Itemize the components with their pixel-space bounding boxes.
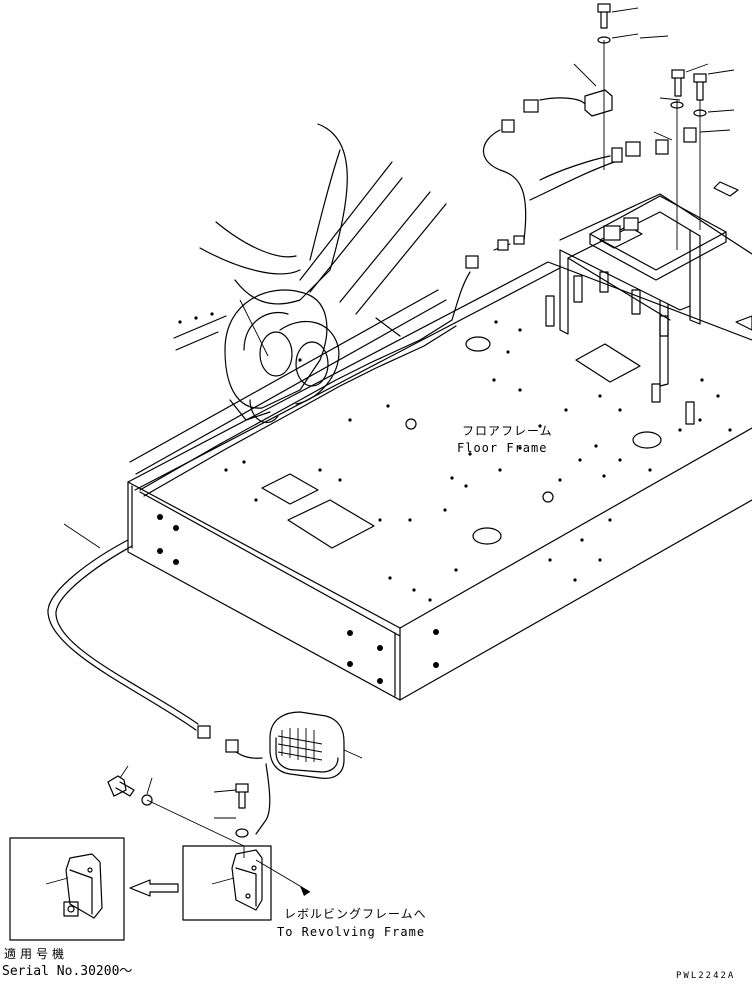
drawing-code: PWL2242A bbox=[676, 971, 736, 981]
revolving-frame-label-en: To Revolving Frame bbox=[277, 925, 426, 939]
floor-frame-label-jp: フロアフレーム bbox=[462, 424, 553, 438]
leader-lines bbox=[63, 35, 669, 549]
lamp-bracket-new bbox=[182, 845, 311, 921]
floor-frame bbox=[127, 261, 752, 701]
wire-harness bbox=[47, 235, 525, 739]
controller-bracket bbox=[545, 181, 752, 425]
top-fasteners bbox=[482, 3, 735, 250]
serial-number: Serial No.30200～ bbox=[2, 964, 133, 979]
lamp-bracket-old bbox=[9, 837, 179, 941]
floor-frame-label-en: Floor Frame bbox=[457, 441, 548, 455]
work-lamp bbox=[225, 711, 363, 835]
applicable-serial-label: 適用号機 bbox=[4, 947, 69, 961]
revolving-frame-label-jp: レボルビングフレームへ bbox=[284, 907, 427, 921]
boom-bracket bbox=[129, 123, 447, 475]
lamp-fasteners bbox=[107, 765, 249, 847]
